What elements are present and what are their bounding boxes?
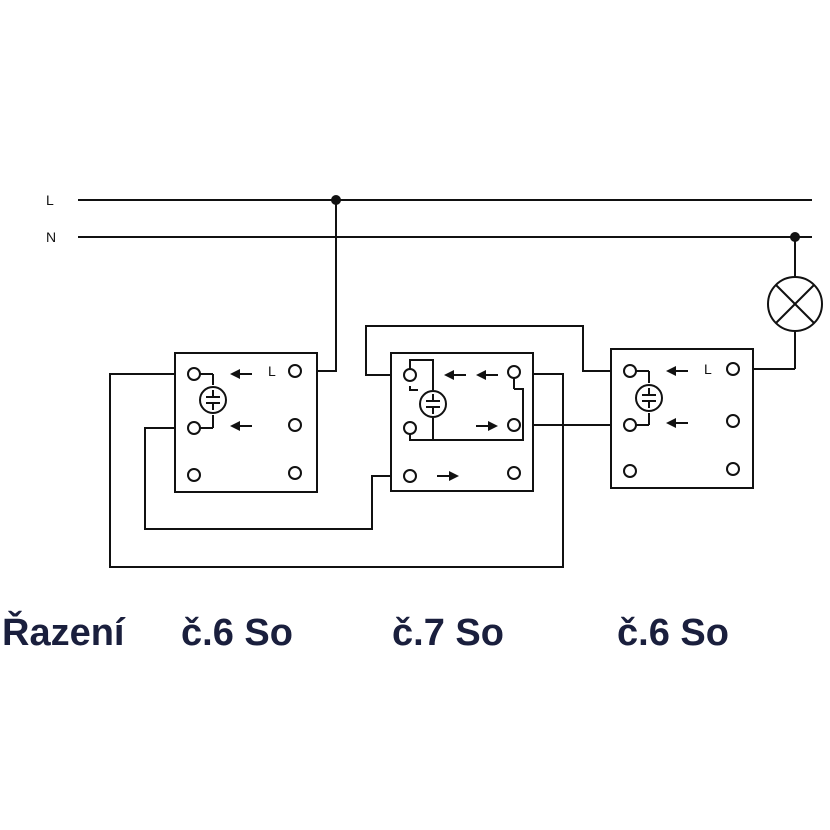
terminal <box>623 464 637 478</box>
terminal <box>726 414 740 428</box>
terminal <box>187 367 201 381</box>
switch-right: L <box>610 348 754 489</box>
caption-left-switch: č.6 So <box>181 612 293 654</box>
line-l-label: L <box>46 192 54 208</box>
arrow-icon <box>666 418 688 428</box>
arrow-icon <box>230 421 252 431</box>
switch-left: L <box>174 352 318 493</box>
terminal <box>726 462 740 476</box>
glow-lamp-icon <box>419 390 447 418</box>
arrow-icon <box>666 366 688 376</box>
arrow-icon <box>437 471 459 481</box>
phase-feed-wire <box>302 200 337 372</box>
caption-title: Řazení <box>2 612 125 654</box>
terminal <box>187 421 201 435</box>
terminal <box>507 418 521 432</box>
caption-middle-switch: č.7 So <box>392 612 504 654</box>
arrow-icon <box>476 370 498 380</box>
lamp-icon <box>738 237 823 370</box>
terminal <box>623 418 637 432</box>
switch-middle <box>390 352 534 492</box>
arrow-icon <box>476 421 498 431</box>
supply-lines: L N <box>46 192 812 245</box>
traveler-wire-top <box>365 325 625 376</box>
terminal <box>507 365 521 379</box>
terminal <box>288 466 302 480</box>
glow-lamp-icon <box>635 384 663 412</box>
terminal <box>403 469 417 483</box>
terminal <box>403 368 417 382</box>
glow-lamp-icon <box>199 386 227 414</box>
switch-left-l-label: L <box>268 363 276 379</box>
traveler-wire-inner <box>144 427 403 530</box>
arrow-icon <box>230 369 252 379</box>
arrow-icon <box>444 370 466 380</box>
terminal <box>187 468 201 482</box>
traveler-wire-outer <box>109 373 564 568</box>
terminal <box>288 418 302 432</box>
terminal <box>507 466 521 480</box>
terminal <box>623 364 637 378</box>
line-n-label: N <box>46 229 56 245</box>
terminal <box>726 362 740 376</box>
caption-right-switch: č.6 So <box>617 612 729 654</box>
switch-right-l-label: L <box>704 361 712 377</box>
terminal <box>403 421 417 435</box>
terminal <box>288 364 302 378</box>
